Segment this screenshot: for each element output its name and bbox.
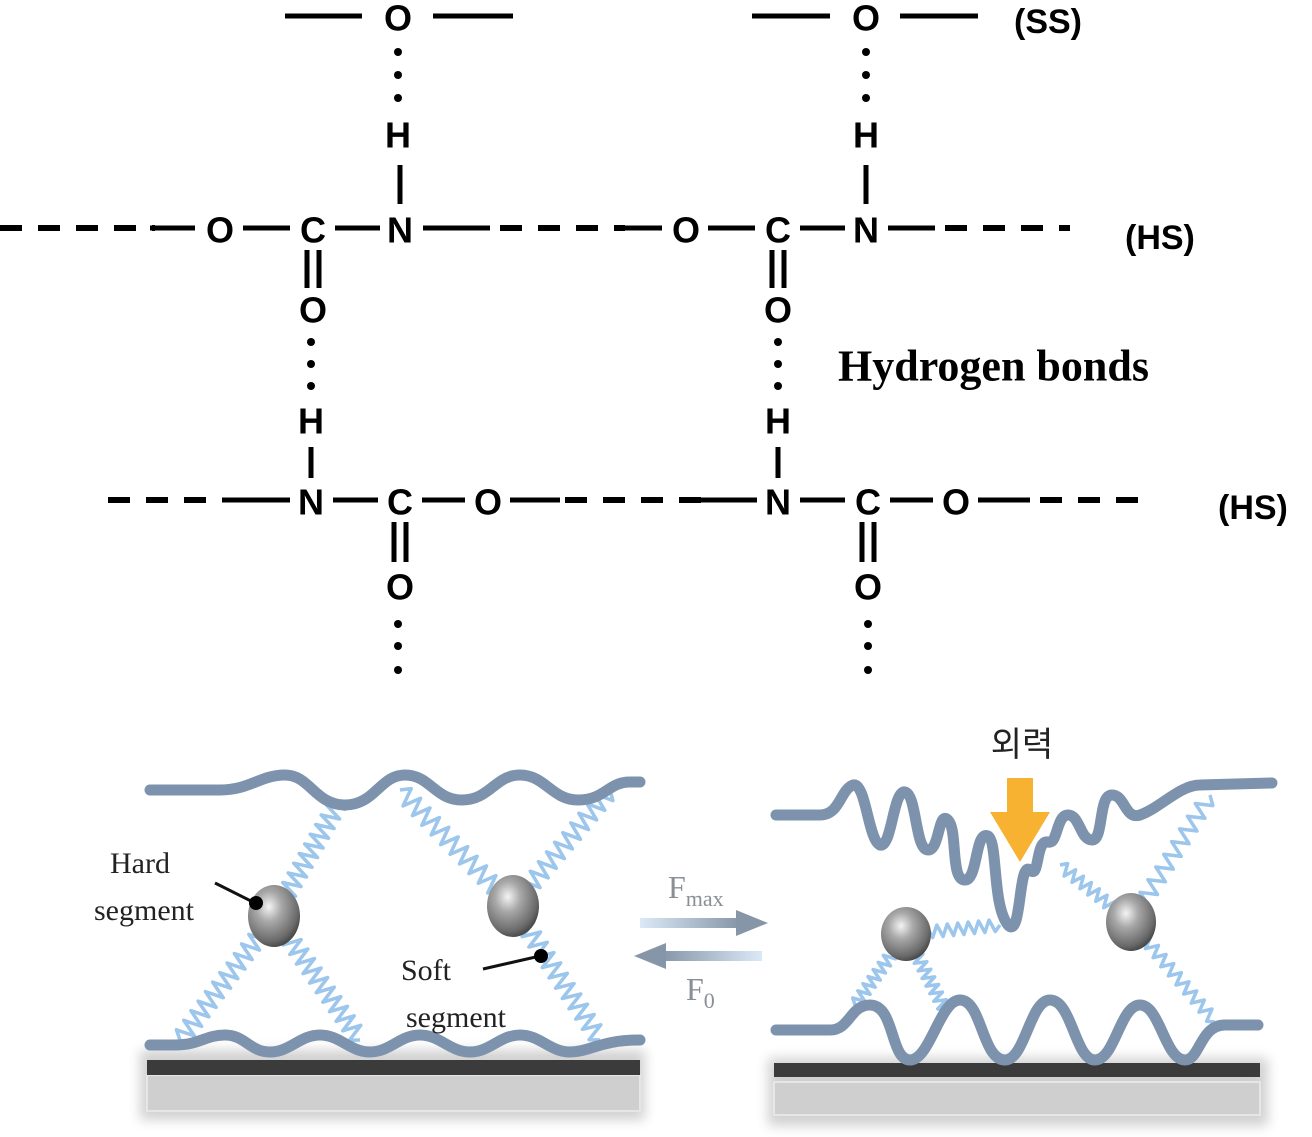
atom-hydrogen: H — [385, 115, 411, 156]
atom-oxygen: O — [206, 210, 234, 251]
soft-segment-right: O — [752, 0, 978, 39]
hydrogen-bond-dots — [307, 338, 782, 390]
atom-nitrogen: N — [387, 210, 413, 251]
atom-hydrogen: H — [765, 401, 791, 442]
soft-segment-label: (SS) — [1014, 3, 1082, 41]
substrate-dark-layer — [147, 1060, 640, 1075]
soft-segment-label: Soft — [401, 954, 452, 987]
atom-nitrogen: N — [298, 482, 324, 523]
atom-oxygen: O — [852, 0, 880, 39]
hard-segment-bead — [487, 875, 539, 937]
force-zero-label: F0 — [686, 971, 715, 1013]
hard-segment-label-upper: (HS) — [1125, 219, 1195, 257]
polymer-chain-bottom — [144, 1029, 646, 1058]
hydrogen-bonds-title: Hydrogen bonds — [838, 342, 1149, 391]
hard-segment-upper: O C N O C N — [0, 210, 1070, 251]
atom-carbon: C — [300, 210, 326, 251]
atom-hydrogen: H — [298, 401, 324, 442]
atom-oxygen: O — [764, 290, 792, 331]
hydrogen-bond-dots — [394, 620, 872, 674]
hydrogen-bond-dots — [394, 48, 870, 102]
soft-segment-leader-line — [482, 954, 541, 971]
substrate-light-layer — [146, 1074, 641, 1112]
reversible-force-arrows: Fmax F0 — [634, 869, 768, 1013]
soft-segment-spring — [399, 786, 517, 907]
forward-arrow-icon — [640, 910, 768, 936]
atom-nitrogen: N — [765, 482, 791, 523]
compressed-state-panel: 외력 — [768, 725, 1278, 1126]
atom-oxygen: O — [384, 0, 412, 39]
external-force-label: 외력 — [991, 725, 1054, 765]
substrate-light-layer — [773, 1081, 1261, 1116]
polymer-chain-top — [770, 777, 1278, 933]
soft-segment-springs — [174, 786, 615, 1043]
polymer-chain-bottom — [770, 994, 1264, 1066]
hard-segment-label: segment — [94, 894, 195, 927]
leader-dot — [534, 949, 548, 963]
atom-oxygen: O — [386, 567, 414, 608]
hard-segment-bead — [1106, 893, 1156, 951]
hard-segment-bead — [881, 907, 931, 961]
atom-oxygen: O — [474, 482, 502, 523]
atom-nitrogen: N — [853, 210, 879, 251]
atom-oxygen: O — [672, 210, 700, 251]
hard-segment-bead — [248, 885, 300, 947]
soft-segment-left: O — [285, 0, 513, 39]
atom-oxygen: O — [942, 482, 970, 523]
relaxed-state-panel: Hard segment Soft segment — [94, 769, 646, 1120]
polymer-chain-top — [144, 769, 646, 811]
soft-segment-label: segment — [406, 1001, 507, 1034]
atom-carbon: C — [765, 210, 791, 251]
atom-oxygen: O — [299, 290, 327, 331]
force-max-label: Fmax — [668, 869, 724, 911]
substrate-dark-layer — [774, 1063, 1260, 1077]
atom-hydrogen: H — [853, 115, 879, 156]
hard-segment-label-lower: (HS) — [1218, 489, 1288, 527]
hard-segment-leader-line — [214, 881, 256, 905]
atom-carbon: C — [855, 482, 881, 523]
chemical-structure: O O (SS) H H O C — [0, 0, 1288, 674]
hard-segment-lower: N C O N C O — [108, 482, 1148, 523]
external-force-arrow-icon — [990, 778, 1050, 862]
hard-segment-label: Hard — [110, 847, 170, 880]
leader-dot — [249, 896, 263, 910]
reverse-arrow-icon — [634, 943, 762, 969]
atom-oxygen: O — [854, 567, 882, 608]
atom-carbon: C — [387, 482, 413, 523]
